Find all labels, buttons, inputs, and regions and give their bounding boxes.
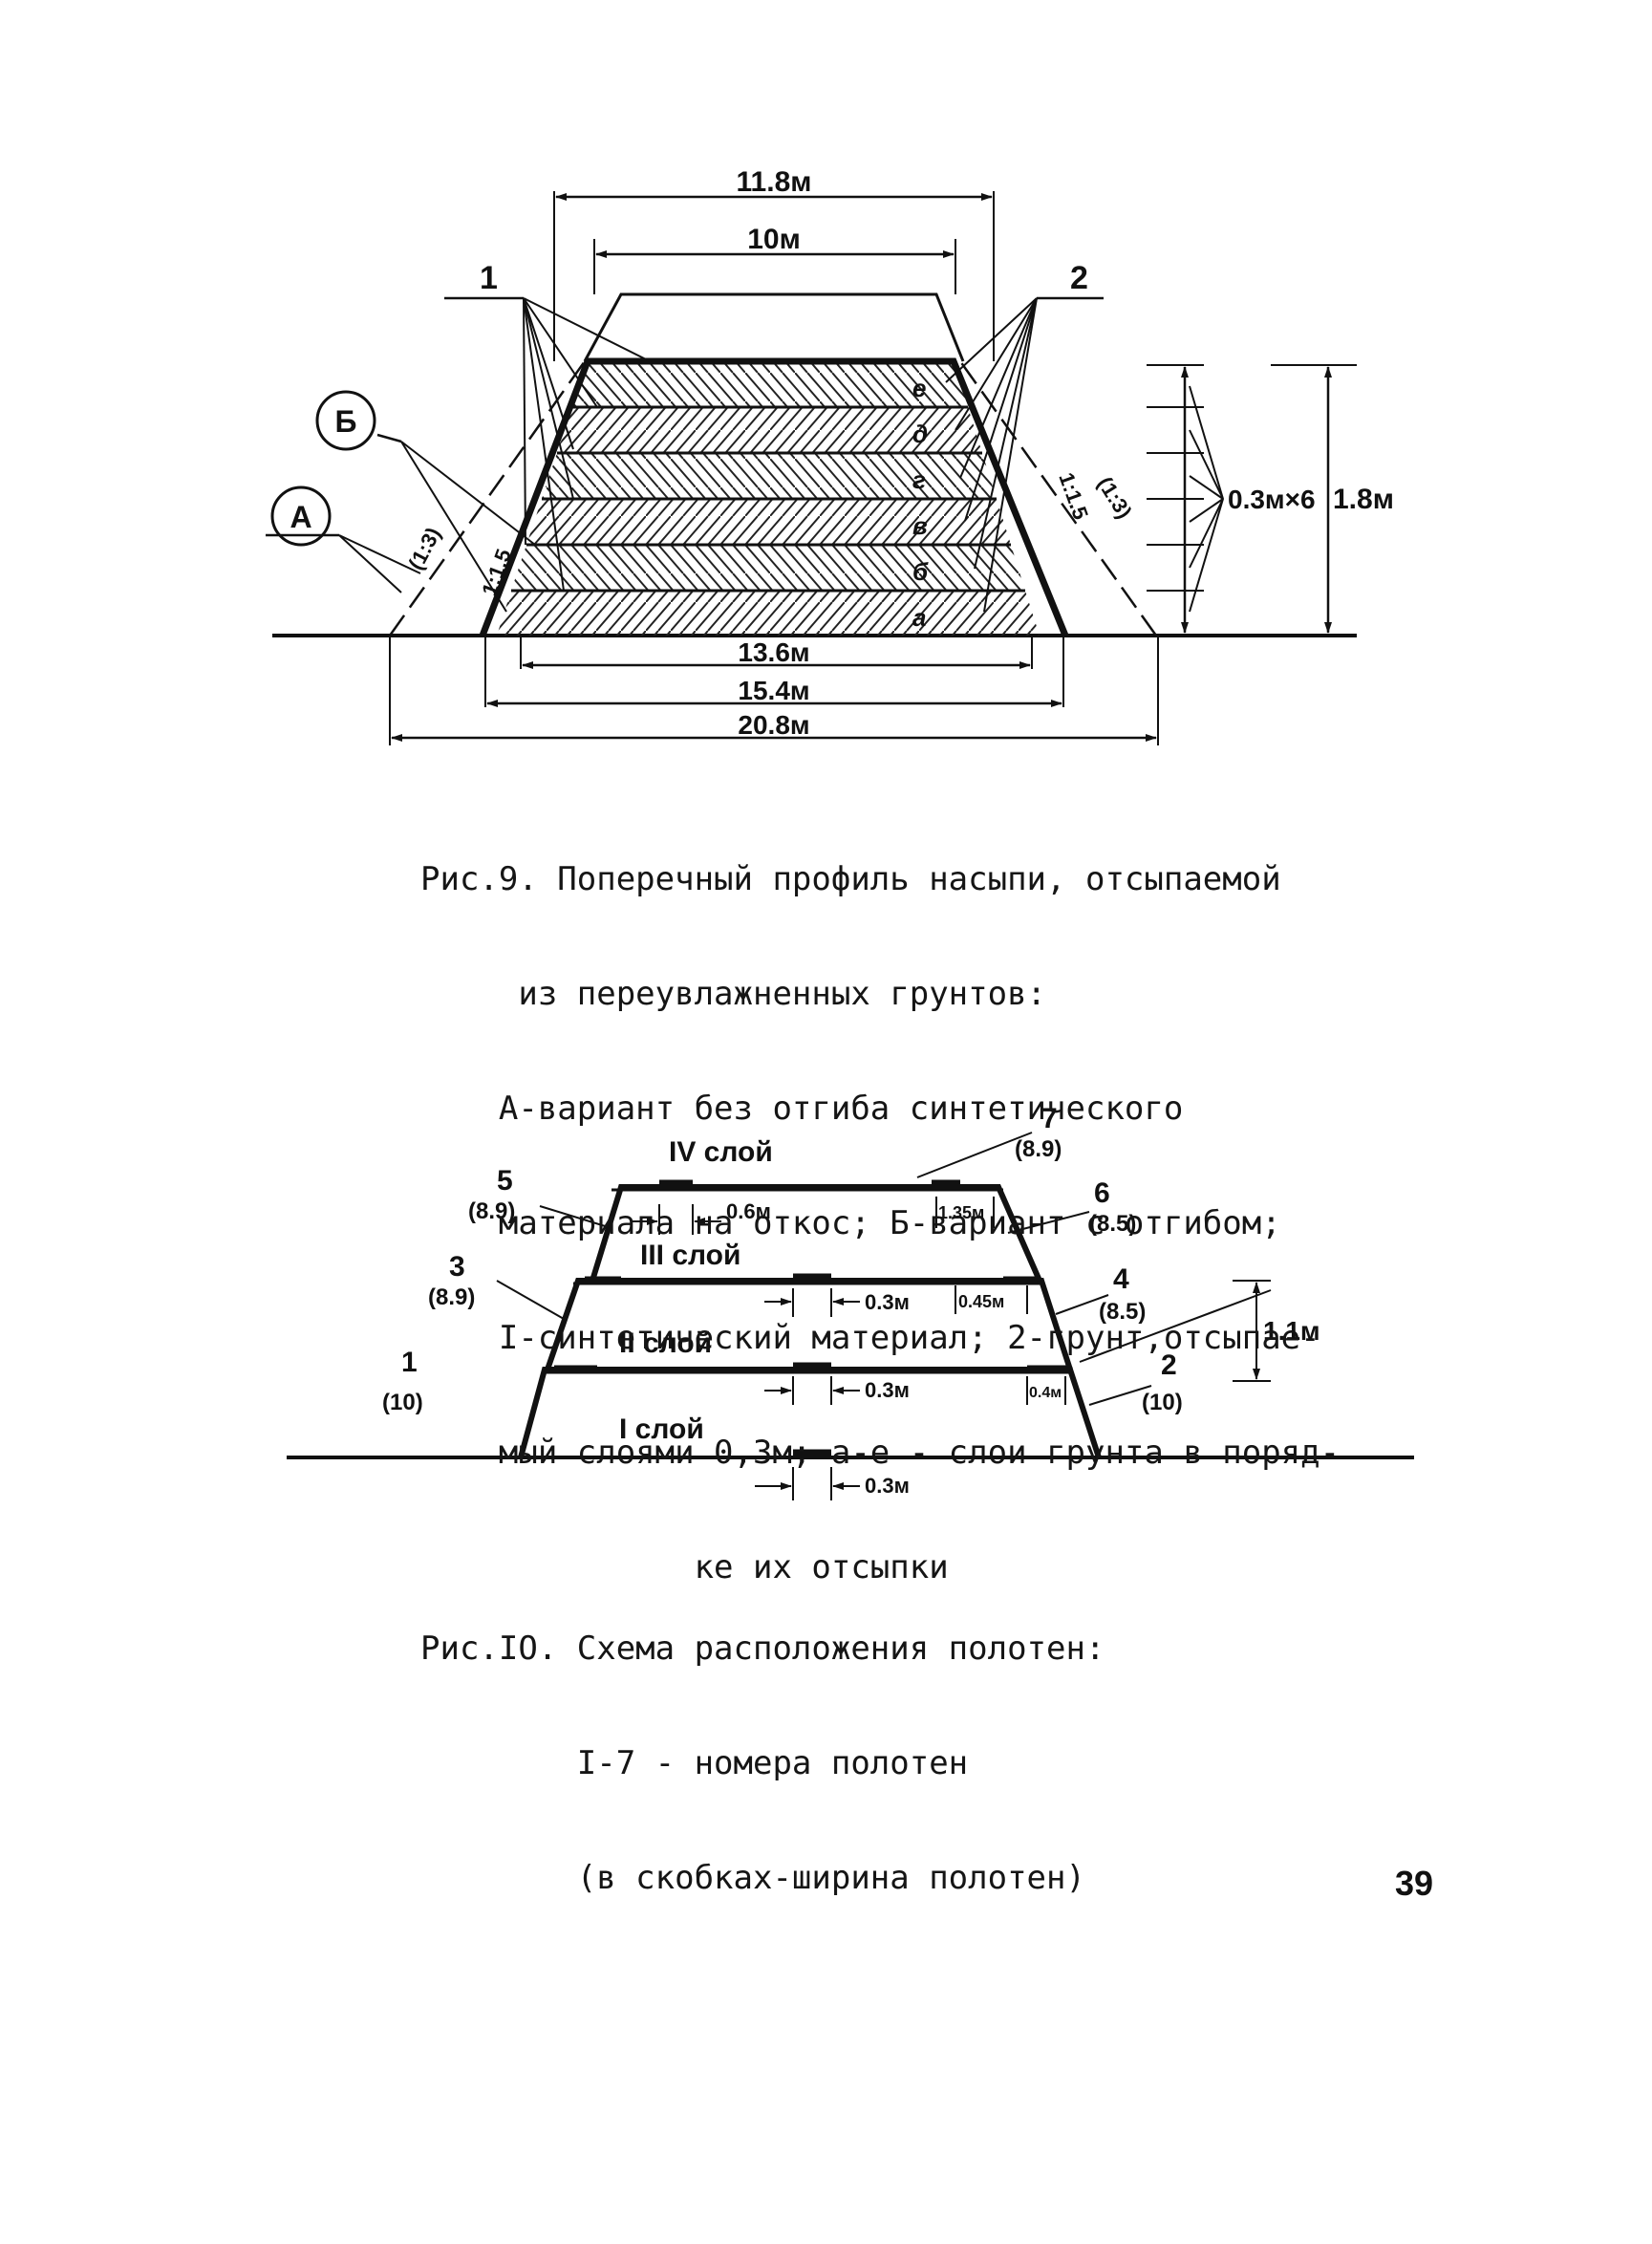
sheet-6-num: 6 [1094,1177,1110,1209]
dim-base-1: 13.6м [738,637,809,667]
figure-10-sheet-layout: IV слой III слой II слой I слой 5 (8.9) … [287,1103,1414,1500]
sheet-6-width: (8.5) [1089,1211,1136,1237]
figure-9-cross-section: 11.8м 10м 13.6м 15.4м 20.8м [266,166,1394,745]
dim-height-10: 1.1м [1263,1316,1320,1346]
layer-letter-a: а [912,603,926,632]
dim-overlap-top: 0.6м [726,1199,771,1223]
slope-right-outer-label: (1:3) [1093,472,1137,523]
dim-base-3: 20.8м [738,710,809,740]
slope-right-outer [958,360,1158,637]
figure-9-caption: Рис.9. Поперечный профиль насыпи, отсыпа… [420,784,1340,1625]
callout-material-number: 1 [480,260,498,296]
slope-left-outer [388,360,587,637]
sheet-2-num: 2 [1161,1349,1177,1381]
layer-label-4: IV слой [669,1136,773,1168]
sheet-3-width: (8.9) [428,1284,475,1310]
layer-letter-d: д [912,420,928,448]
dim-overlap-base: 0.3м [865,1474,910,1498]
sheet-2-width: (10) [1142,1390,1183,1415]
figure-10-caption: Рис.IO. Схема расположения полотен: I-7 … [420,1553,1105,1935]
embankment-layers [497,361,1040,636]
caption-line: ке их отсыпки [420,1548,949,1586]
layer-ticks [1147,385,1224,613]
caption-line: материала на откос; Б-вариант с отгибом; [420,1204,1281,1242]
caption-line: I-синтетический материал; 2-грунт,отсыпа… [420,1319,1320,1357]
sheet-7-width: (8.9) [1015,1136,1062,1162]
caption-line: из переувлажненных грунтов: [420,975,1047,1013]
variant-b-circle [315,390,376,451]
layer-letter-b: б [912,557,929,586]
sheet-5-num: 5 [497,1165,513,1197]
caption-line: мый слоями 0,3м; а-е - слои грунта в пор… [420,1434,1341,1472]
caption-line: (в скобках-ширина полотен) [420,1859,1085,1897]
sheet-1-width: (10) [382,1390,423,1415]
dim-right-top: 1.35м [938,1203,984,1222]
dim-top-outer: 11.8м [737,166,812,198]
layer-label-2: II слой [619,1327,712,1359]
sheet-4-width: (8.5) [1099,1299,1146,1325]
dim-overlap-l2: 0.3м [865,1378,910,1402]
sheet-4-num: 4 [1113,1263,1129,1295]
dim-right-l2: 0.4м [1029,1385,1062,1401]
caption-line: Рис.9. Поперечный профиль насыпи, отсыпа… [420,860,1281,898]
caption-line: I-7 - номера полотен [420,1744,969,1782]
sheet-5-width: (8.9) [468,1198,515,1224]
dim-height: 1.8м [1333,484,1394,515]
variant-b-label: Б [335,404,357,439]
dim-top-inner: 10м [747,224,801,255]
callout-soil-number: 2 [1070,260,1088,296]
sheet-7-num: 7 [1041,1103,1058,1134]
dim-base-2: 15.4м [738,676,809,705]
caption-line: Рис.IO. Схема расположения полотен: [420,1629,1105,1668]
page-number: 39 [1395,1864,1434,1903]
sheet-3-num: 3 [449,1251,465,1283]
dim-layers: 0.3м×6 [1228,485,1316,514]
layer-label-1: I слой [619,1413,704,1445]
dim-right-l3: 0.45м [958,1292,1004,1311]
dim-overlap-l3: 0.3м [865,1290,910,1314]
caption-line: А-вариант без отгиба синтетического [420,1090,1184,1128]
pavement-outline [583,292,965,362]
embankment-outline [479,357,1069,637]
layer-letter-g: г [912,465,926,494]
slope-right-inner: 1:1.5 [1054,469,1093,523]
layer-label-3: III слой [640,1240,740,1271]
layer-letter-e: е [912,374,926,402]
sheet-1-num: 1 [401,1347,418,1378]
layer-letters: е д г в б а [912,374,929,632]
layer-letter-v: в [912,511,928,540]
variant-a-circle [270,485,332,547]
variant-a-label: А [290,500,311,534]
